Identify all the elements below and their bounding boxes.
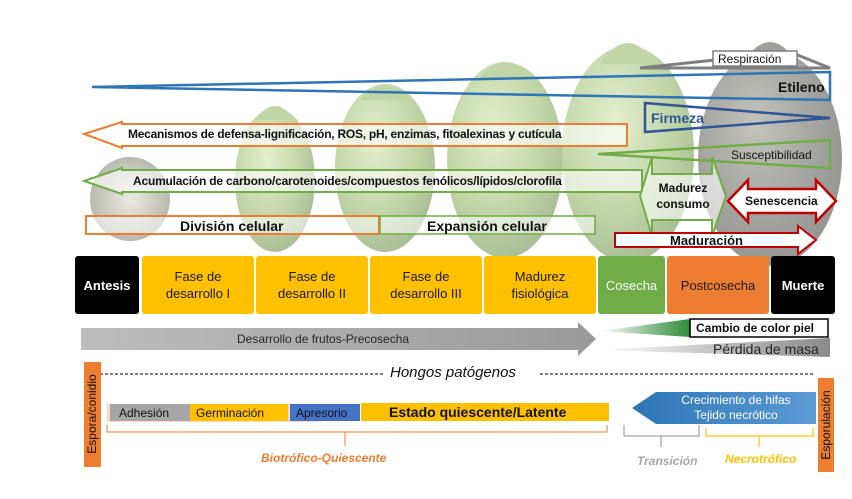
desarrollo-label: Desarrollo de frutos-Precosecha [237, 332, 410, 346]
madurez-consumo-label: Madurez consumo [656, 181, 710, 211]
senescencia-label: Senescencia [745, 194, 818, 208]
stage-fase-2: Fase de desarrollo II [256, 256, 368, 314]
respiracion-label: Respiración [718, 52, 782, 66]
esporulacion-label: Esporulación [819, 390, 833, 460]
desarrollo-arrow [81, 322, 596, 356]
transicion-label: Transición [637, 454, 698, 468]
crecimiento-label: Crecimiento de hifas Tejido necrótico [681, 393, 791, 422]
biotrofico-bracket [106, 425, 608, 446]
stage-muerte: Muerte [771, 256, 835, 314]
apresorio-box [290, 404, 360, 421]
cambio-color-wedge [600, 319, 690, 337]
defensa-label: Mecanismos de defensa-lignificación, ROS… [128, 127, 562, 141]
stage-madurez-fisiologica: Madurez fisiológica [484, 256, 596, 314]
perdida-masa-wedge [596, 338, 830, 357]
germinacion-label: Germinación [196, 406, 265, 420]
necrotrofico-bracket [705, 428, 814, 447]
firmeza-wedge [643, 101, 831, 134]
quiescente-label: Estado quiescente/Latente [389, 404, 567, 420]
madurez-consumo-arrow [638, 156, 728, 237]
stage-fase-1: Fase de desarrollo I [142, 256, 254, 314]
cambio-color-label: Cambio de color piel [696, 321, 815, 335]
maduracion-arrow [614, 223, 818, 257]
stage-antesis: Antesis [75, 256, 139, 314]
stage-fase-3: Fase de desarrollo III [370, 256, 482, 314]
defensa-arrow [80, 120, 628, 150]
acumulacion-label: Acumulación de carbono/carotenoides/comp… [133, 174, 562, 188]
hongos-label: Hongos patógenos [390, 364, 516, 381]
biotrofico-label: Biotrófico-Quiescente [261, 451, 387, 465]
maduracion-label: Maduración [670, 233, 743, 248]
etileno-wedge [91, 70, 832, 102]
esporulacion-box [818, 378, 834, 472]
senescencia-arrow [726, 176, 838, 226]
acumulacion-arrow [80, 166, 643, 196]
apresorio-label: Apresorio [296, 406, 348, 420]
perdida-masa-label: Pérdida de masa [713, 341, 819, 357]
respiracion-label-box [712, 50, 798, 67]
adhesion-box [110, 404, 190, 421]
stage-postcosecha: Postcosecha [667, 256, 769, 314]
expansion-label: Expansión celular [427, 218, 547, 234]
quiescente-box [361, 403, 609, 421]
germinacion-box [190, 404, 288, 421]
division-box [85, 215, 380, 235]
etileno-label: Etileno [778, 79, 825, 95]
espora-box [84, 362, 101, 467]
division-label: División celular [180, 218, 284, 234]
adhesion-label: Adhesión [119, 406, 170, 420]
expansion-box [379, 215, 596, 235]
crecimiento-arrow [632, 392, 816, 424]
stage-cosecha: Cosecha [598, 256, 665, 314]
necrotrofico-label: Necrotrófico [725, 452, 797, 466]
susceptibilidad-label: Susceptibilidad [731, 148, 812, 162]
transicion-bracket [623, 425, 700, 447]
espora-label: Espora/conidio [85, 374, 99, 454]
cambio-color-box [689, 318, 829, 338]
firmeza-label: Firmeza [651, 110, 704, 126]
